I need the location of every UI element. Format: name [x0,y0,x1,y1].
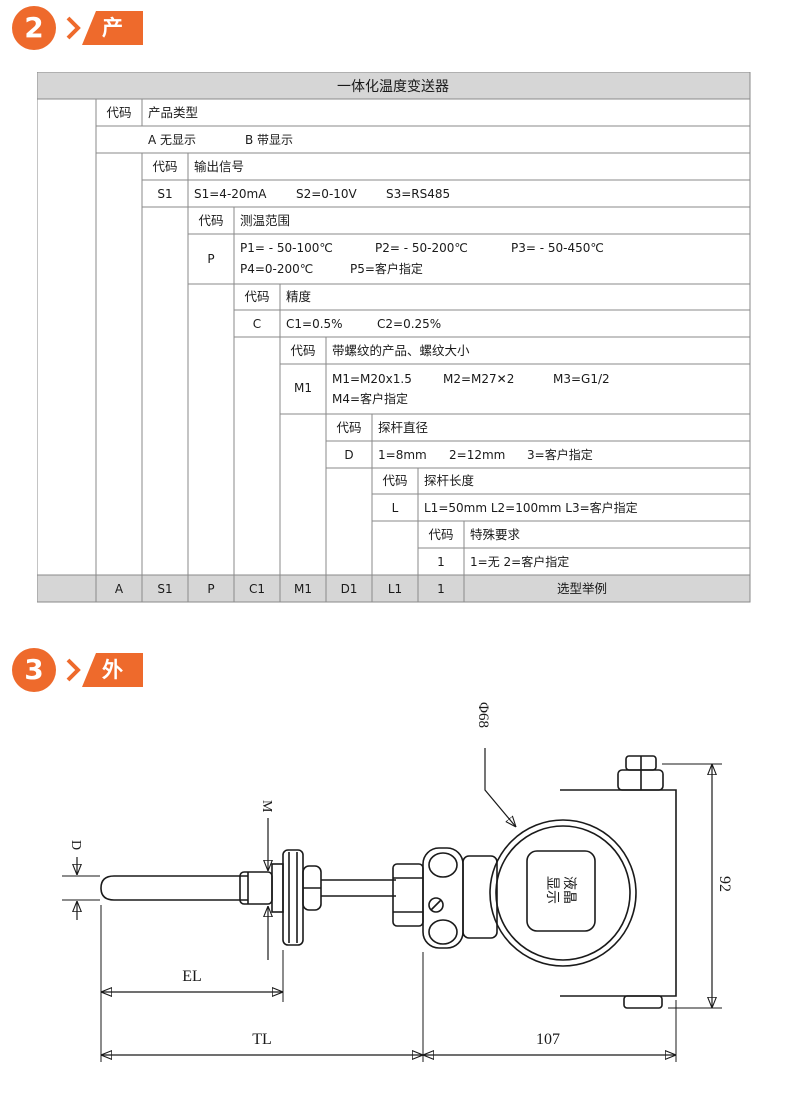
screw-icon [428,897,444,913]
threaded-fitting [239,849,322,946]
dim-tl-label: TL [252,1031,272,1048]
range-option-p3: P3= - 50-450℃ [511,241,604,255]
probe-rod [100,875,248,901]
range-code: P [207,252,214,266]
extension-tube [321,879,396,897]
output-code: S1 [157,187,172,201]
length-label: 探杆长度 [424,473,475,488]
thread-code: M1 [294,381,312,395]
section-title: 外型尺寸示意图 [82,653,143,687]
example-code-a: A [115,582,124,596]
example-code-l1: L1 [388,582,402,596]
dim-phi-label: Φ68 [475,702,491,728]
accuracy-code: C [253,317,261,331]
length-options: L1=50mm L2=100mm L3=客户指定 [424,500,638,515]
diameter-option-1: 1=8mm [378,448,427,462]
code-label: 代码 [198,213,223,228]
example-code-s1: S1 [157,582,172,596]
code-label: 代码 [106,105,131,120]
output-option-s2: S2=0-10V [296,187,358,201]
code-label: 代码 [336,420,361,435]
dim-phi-leader [484,748,516,827]
example-code-p: P [207,582,214,596]
diameter-code: D [344,448,353,462]
special-label: 特殊要求 [470,527,521,542]
diameter-option-2: 2=12mm [449,448,505,462]
section-number-badge: 2 [12,6,56,50]
code-label: 代码 [382,473,407,488]
diameter-label: 探杆直径 [378,420,428,435]
thread-option-m3: M3=G1/2 [553,372,610,386]
thread-option-m2: M2=M27✕2 [443,372,514,386]
code-label: 代码 [244,289,269,304]
code-label: 代码 [152,159,177,174]
dim-height-label: 92 [716,876,733,892]
dim-width-label: 107 [536,1031,560,1048]
dim-el-label: EL [182,968,202,985]
thread-option-m4: M4=客户指定 [332,391,408,406]
option-with-display: B 带显示 [245,133,293,147]
example-code-m1: M1 [294,582,312,596]
output-option-s3: S3=RS485 [386,187,450,201]
thread-option-m1: M1=M20x1.5 [332,372,412,386]
diameter-option-3: 3=客户指定 [527,447,593,462]
range-option-p2: P2= - 50-200℃ [375,241,468,255]
length-code: L [392,501,399,515]
example-code-d1: D1 [341,582,358,596]
output-signal-label: 输出信号 [194,159,244,174]
special-options: 1=无 2=客户指定 [470,554,569,569]
lcd-label-line2: 显示 [544,876,559,904]
option-no-display: A 无显示 [148,133,196,147]
product-selection-table: 一体化温度变送器 代码 产品类型 A 无显示 B 带显示 代码 输出信号 S1 … [37,72,751,603]
accuracy-label: 精度 [286,289,312,304]
thread-label: 带螺纹的产品、螺纹大小 [332,343,470,358]
example-code-1: 1 [437,582,445,596]
chevron-right-icon [66,658,81,682]
dim-m-label: M [259,800,274,813]
housing-neck [392,847,498,949]
lcd-label-line1: 液晶 [561,876,577,904]
range-option-p4: P4=0-200℃ [240,262,313,276]
accuracy-option-c1: C1=0.5% [286,317,343,331]
section-number-badge: 3 [12,648,56,692]
dimension-drawing: 液晶 显示 Φ68 M D EL TL 107 92 [62,702,733,1062]
lcd-window [526,850,596,932]
display-housing [489,755,677,1009]
dim-d-label: D [68,840,83,850]
example-code-c1: C1 [249,582,265,596]
code-label: 代码 [428,527,453,542]
special-code: 1 [437,555,445,569]
code-label: 代码 [290,343,315,358]
table-title: 一体化温度变送器 [337,79,449,95]
accuracy-option-c2: C2=0.25% [377,317,441,331]
chevron-right-icon [66,16,81,40]
example-label: 选型举例 [557,581,607,596]
output-option-s1: S1=4-20mA [194,187,267,201]
range-option-p5: P5=客户指定 [350,261,423,276]
range-label: 测温范围 [240,213,290,228]
range-option-p1: P1= - 50-100℃ [240,241,333,255]
product-type-label: 产品类型 [148,105,198,120]
section-title: 产品选型 [82,11,143,45]
